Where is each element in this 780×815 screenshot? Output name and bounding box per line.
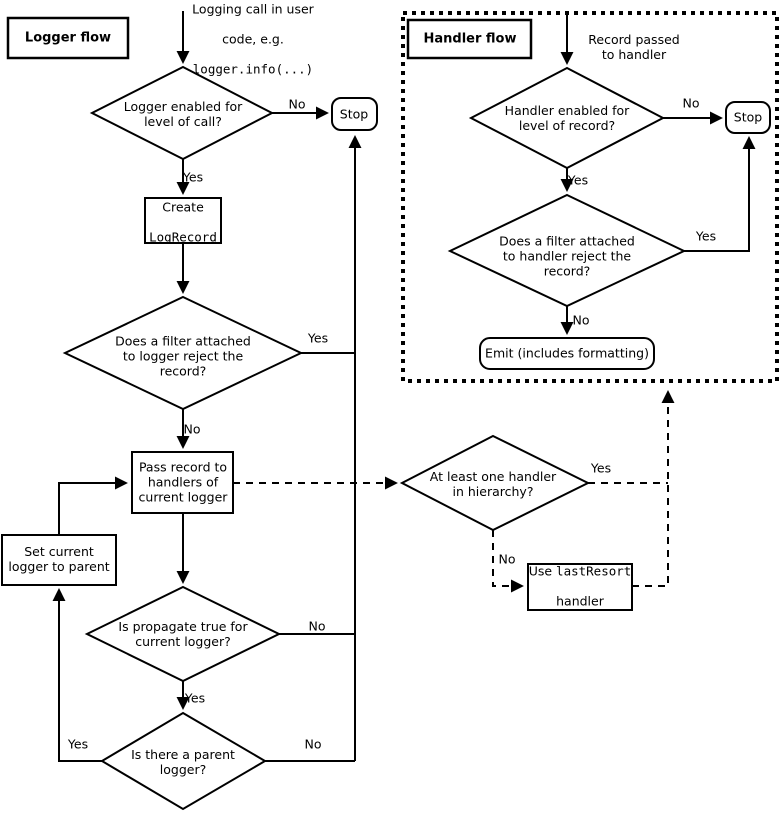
propagate-question: Is propagate true for current logger? (118, 619, 248, 649)
logger-flow-title: Logger flow (24, 30, 112, 46)
hierarchy-no-label: No (498, 551, 516, 567)
lastresort-label: Use lastResort handler (528, 563, 632, 609)
handler-start-label: Record passed to handler (588, 32, 680, 62)
emit-label: Emit (includes formatting) (485, 345, 649, 361)
logger-stop-box (331, 97, 378, 131)
loop-return-arrow (58, 476, 128, 535)
handler-level-yes-label: Yes (567, 172, 589, 188)
handler-filter-yes-arrow (684, 136, 756, 252)
logger-level-yes-label: Yes (182, 169, 204, 185)
handler-filter-no-label: No (572, 312, 590, 328)
handler-stop-box (725, 101, 771, 134)
handler-level-question: Handler enabled for level of record? (504, 103, 630, 133)
emit-box (479, 337, 655, 370)
hierarchy-question: At least one handler in hierarchy? (429, 469, 557, 499)
logger-stop-label: Stop (339, 106, 369, 122)
set-current-logger-box (1, 534, 117, 586)
propagate-no-label: No (308, 618, 326, 634)
logger-filter-no-label: No (183, 421, 201, 437)
logger-filter-question: Does a filter attached to logger reject … (115, 333, 251, 379)
handler-filter-yes-label: Yes (695, 228, 717, 244)
handler-level-no-label: No (682, 95, 700, 111)
handler-flow-title-box (406, 18, 533, 60)
logger-level-question: Logger enabled for level of call? (123, 99, 243, 129)
parent-diamond (100, 711, 267, 811)
logger-level-no-label: No (288, 96, 306, 112)
to-handler-flow-dashed-arrow (632, 390, 675, 587)
parent-no-label: No (304, 736, 322, 752)
hierarchy-no-dashed-arrow (492, 530, 524, 593)
handler-flow-title: Handler flow (423, 31, 517, 47)
parent-yes-label: Yes (67, 736, 89, 752)
hierarchy-yes-label: Yes (590, 460, 612, 476)
handler-stop-label: Stop (733, 109, 763, 125)
pass-record-label: Pass record to handlers of current logge… (138, 459, 228, 505)
logger-filter-yes-label: Yes (307, 330, 329, 346)
handler-filter-question: Does a filter attached to handler reject… (499, 233, 635, 279)
create-logrecord-label: Create LogRecord (149, 199, 217, 245)
propagate-yes-label: Yes (184, 690, 206, 706)
parent-question: Is there a parent logger? (131, 747, 235, 777)
parent-yes-arrow (52, 588, 102, 762)
logger-start-label: Logging call in user code, e.g. logger.i… (192, 1, 314, 77)
set-current-logger-label: Set current logger to parent (8, 544, 110, 574)
lastresort-box (527, 563, 633, 611)
logger-flow-title-box (6, 16, 130, 60)
handler-flow-border (401, 11, 779, 383)
pass-record-box (131, 451, 234, 514)
